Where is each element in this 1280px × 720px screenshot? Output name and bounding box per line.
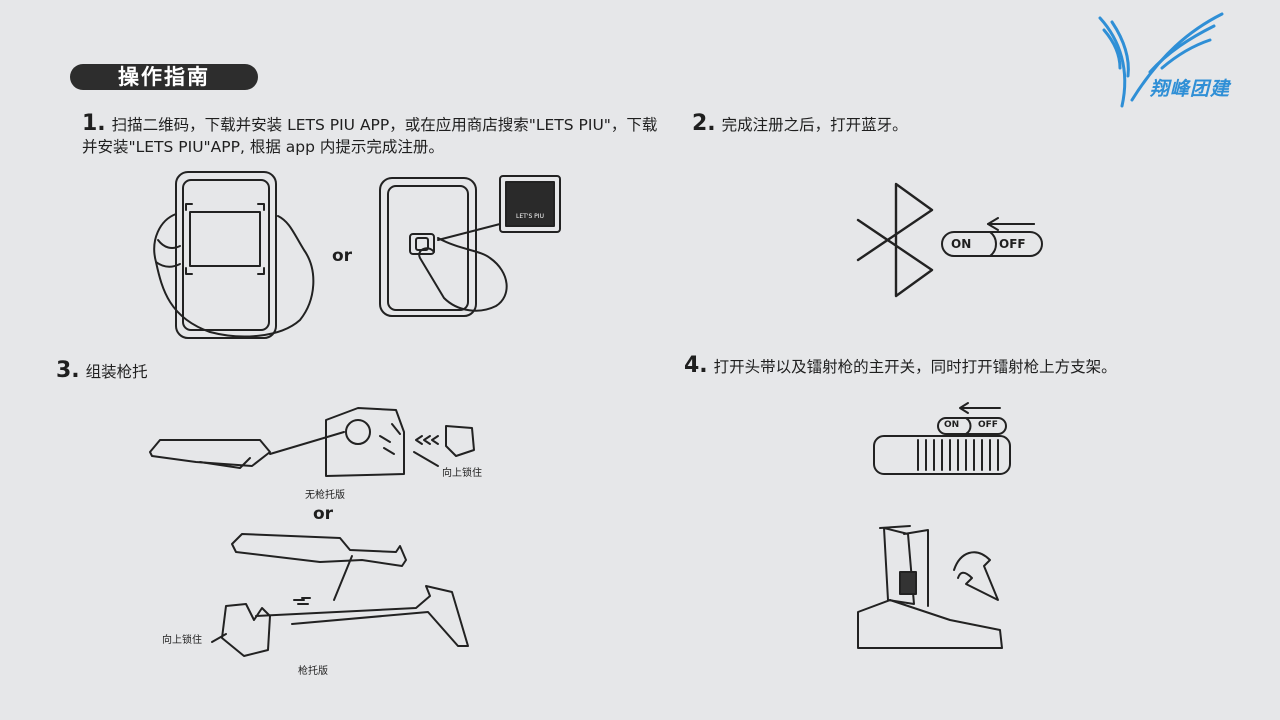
main-switch-illustration — [873, 402, 1011, 475]
phone-tap-illustration — [379, 175, 561, 317]
or-label-2: or — [313, 504, 334, 524]
step-2-text: 完成注册之后，打开蓝牙。 — [721, 116, 908, 134]
toggle-off-label: OFF — [999, 237, 1026, 251]
lock-up-label-1: 向上锁住 — [442, 468, 482, 479]
step-3: 3. 组装枪托 — [56, 360, 356, 383]
switch-off-label: OFF — [978, 420, 998, 430]
step-3-text: 组装枪托 — [85, 363, 148, 381]
step-3-number: 3. — [56, 358, 80, 383]
step-2: 2. 完成注册之后，打开蓝牙。 — [692, 113, 1112, 136]
on-off-toggle-illustration — [941, 217, 1043, 257]
toggle-on-label: ON — [951, 237, 972, 251]
stock-version-label: 枪托版 — [298, 666, 328, 677]
or-label-1: or — [332, 246, 353, 266]
bluetooth-icon — [856, 182, 934, 298]
page-title: 操作指南 — [70, 64, 258, 90]
no-stock-version-label: 无枪托版 — [305, 490, 345, 501]
logo-text: 翔峰团建 — [1150, 78, 1231, 100]
lock-up-label-2: 向上锁住 — [162, 635, 202, 646]
step-1-text: 扫描二维码，下载并安装 LETS PIU APP，或在应用商店搜索"LETS P… — [82, 116, 658, 156]
gun-bracket-illustration — [857, 525, 1003, 649]
step-4-number: 4. — [684, 353, 708, 378]
step-1: 1.扫描二维码，下载并安装 LETS PIU APP，或在应用商店搜索"LETS… — [82, 113, 662, 158]
step-1-number: 1. — [82, 111, 106, 136]
app-icon-label: LET'S PIU — [516, 213, 544, 220]
step-4: 4. 打开头带以及镭射枪的主开关，同时打开镭射枪上方支架。 — [684, 355, 1254, 378]
step-2-number: 2. — [692, 111, 716, 136]
switch-on-label: ON — [944, 420, 960, 430]
phone-scan-illustration — [153, 171, 315, 339]
stock-assembly-illustration — [149, 407, 475, 657]
step-4-text: 打开头带以及镭射枪的主开关，同时打开镭射枪上方支架。 — [713, 358, 1117, 376]
